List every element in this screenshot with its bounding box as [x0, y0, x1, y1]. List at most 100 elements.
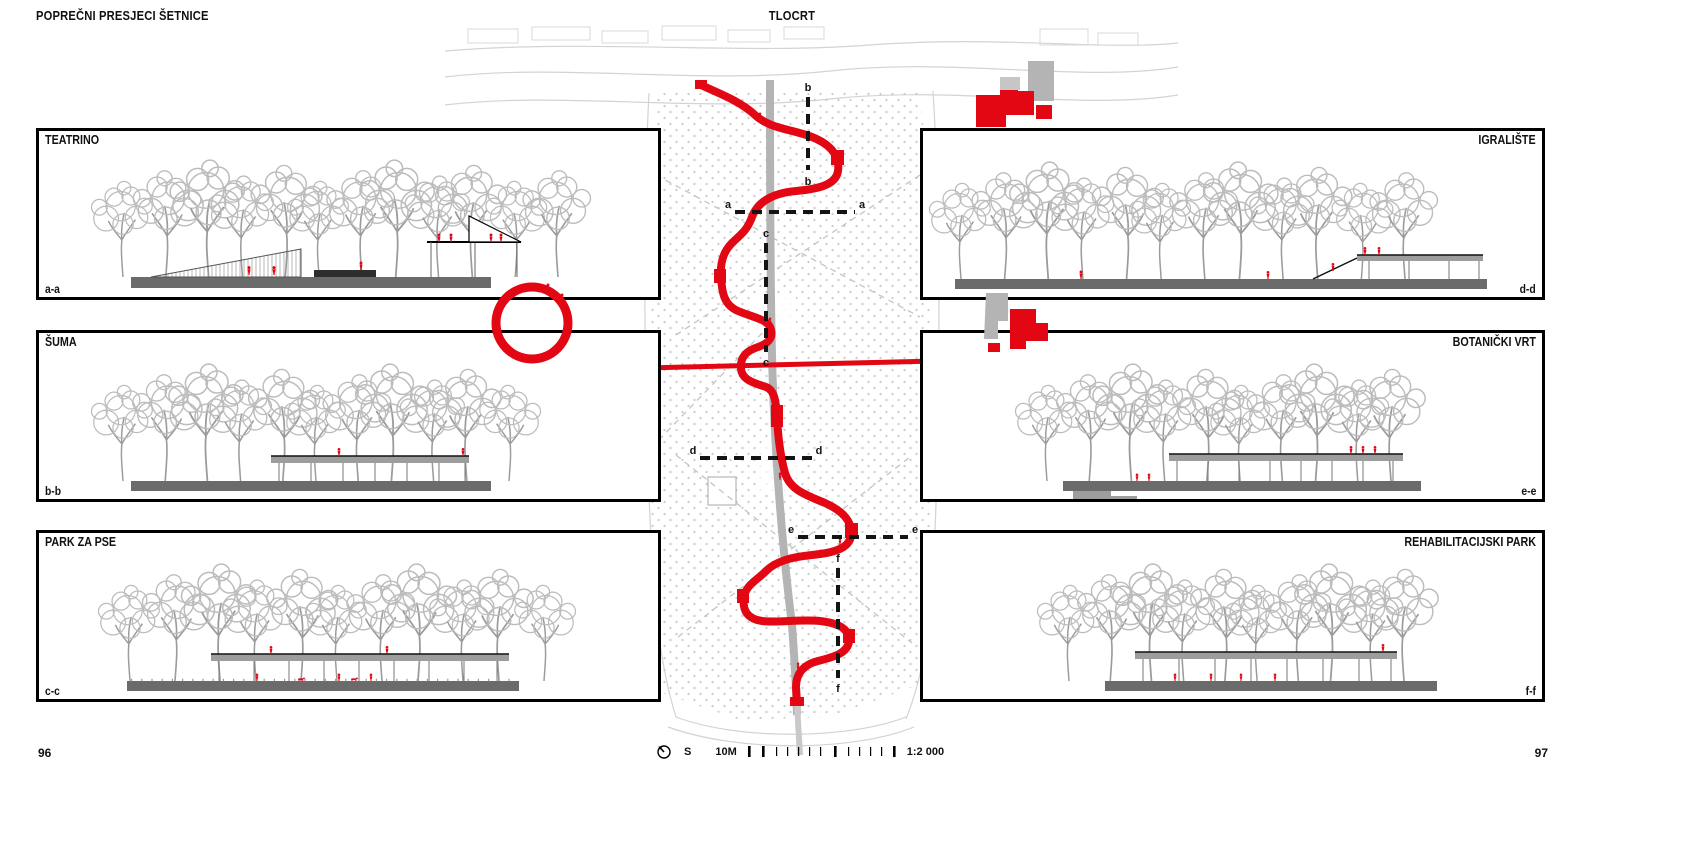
tree-icon	[90, 180, 153, 278]
section-figures	[1079, 247, 1381, 279]
section-cut-label: b-b	[45, 484, 62, 498]
section-drawing-rehabilitacijski-park	[1036, 563, 1439, 691]
tree-icon	[1130, 379, 1197, 482]
serpentine-platforms	[695, 80, 858, 706]
tree-icon	[1076, 573, 1147, 682]
deck-posts	[1368, 261, 1480, 279]
cut-label-e: e	[788, 524, 794, 536]
tree-icon	[1036, 584, 1099, 682]
stage-platform	[314, 270, 376, 277]
section-cut-label: e-e	[1521, 484, 1536, 498]
page-number-left: 96	[38, 746, 52, 760]
scale-bar	[747, 746, 896, 757]
ramp	[1312, 257, 1358, 280]
shade-sail	[468, 215, 522, 243]
tree-icon	[206, 379, 273, 482]
sunken-steps	[1073, 491, 1137, 499]
tree-icon	[168, 363, 245, 482]
walkway-deck	[211, 654, 509, 661]
section-drawing-suma	[90, 363, 542, 491]
north-arrow-icon	[657, 745, 671, 759]
tree-icon	[169, 159, 246, 278]
panel-title: ŠUMA	[45, 335, 77, 349]
cut-label-b: b	[805, 176, 812, 188]
red-road	[644, 358, 937, 371]
tree-icon	[346, 573, 416, 682]
scale-length-label: 10M	[715, 746, 737, 758]
tree-icon	[131, 373, 202, 482]
tree-row	[1036, 563, 1439, 682]
promenade-extension	[794, 704, 803, 756]
tree-icon	[1055, 373, 1126, 482]
cut-label-e: e	[912, 524, 918, 536]
section-drawing-park-za-pse	[97, 563, 577, 691]
tree-icon	[514, 584, 577, 682]
section-cut-label: f-f	[1525, 684, 1536, 698]
tree-icon	[522, 169, 592, 278]
tree-icon	[97, 584, 160, 682]
section-cut-label: a-a	[45, 282, 60, 296]
walkway-deck	[1135, 652, 1397, 659]
section-drawing-igraliste	[928, 161, 1487, 289]
panel-teatrino: TEATRINO a-a	[36, 128, 661, 300]
ground-bar	[131, 277, 491, 288]
panel-title: PARK ZA PSE	[45, 535, 117, 549]
panel-title: REHABILITACIJSKI PARK	[1404, 535, 1536, 549]
panel-suma: ŠUMA b-b	[36, 330, 661, 502]
section-drawing-teatrino	[90, 159, 592, 288]
tree-icon	[1112, 563, 1189, 682]
canopy-posts	[430, 242, 518, 277]
scale-ratio-label: 1:2 000	[906, 746, 945, 758]
walkway-deck	[1169, 454, 1403, 461]
tree-icon	[283, 384, 346, 482]
tree-icon	[1369, 171, 1439, 280]
deck-posts	[1142, 659, 1392, 681]
deck-posts	[278, 463, 466, 481]
ground-bar	[127, 681, 519, 691]
tree-icon	[1091, 166, 1165, 280]
tree-icon	[1224, 584, 1288, 682]
ground-bar	[955, 279, 1487, 289]
tree-row	[90, 159, 592, 278]
tree-icon	[1014, 384, 1077, 482]
deck-posts	[1176, 461, 1394, 481]
section-figures	[1173, 644, 1385, 681]
serpentine-path	[699, 81, 856, 704]
tree-icon	[1169, 171, 1239, 280]
park-tree-grid	[648, 90, 932, 720]
deck-posts	[218, 661, 498, 681]
tree-row	[1014, 363, 1426, 482]
panel-rehabilitacijski-park: REHABILITACIJSKI PARK f-f	[920, 530, 1545, 702]
tree-row	[97, 563, 577, 682]
plan-title-text: TLOCRT	[768, 8, 816, 23]
panel-title: TEATRINO	[45, 133, 100, 147]
cut-label-b: b	[805, 82, 812, 94]
footer-scale-group: S 10M 1:2 000	[656, 744, 944, 760]
section-figures	[1135, 446, 1377, 481]
tree-icon	[1331, 182, 1394, 280]
page-title-text: POPREČNI PRESJECI ŠETNICE	[36, 8, 209, 23]
ground-bar	[1063, 481, 1421, 491]
tree-icon	[132, 169, 202, 278]
walkway-deck	[271, 456, 469, 463]
tree-icon	[247, 368, 321, 482]
panel-title: BOTANIČKI VRT	[1452, 335, 1536, 349]
tree-icon	[1092, 363, 1169, 482]
section-cut-label: d-d	[1519, 282, 1536, 296]
cut-label-d: d	[690, 445, 697, 457]
cut-label-c: c	[763, 228, 769, 240]
panel-title: IGRALIŠTE	[1478, 133, 1536, 147]
ramp-wedge	[150, 248, 302, 278]
plan-title: TLOCRT	[742, 8, 842, 23]
cut-label-a: a	[725, 199, 732, 211]
ground-bar	[1105, 681, 1437, 691]
section-drawing-botanicki-vrt	[1014, 363, 1426, 499]
tree-row	[928, 161, 1439, 280]
tree-icon	[928, 182, 991, 280]
tree-icon	[1149, 579, 1216, 682]
section-cut-label: c-c	[45, 684, 60, 698]
page-number-right: 97	[1534, 746, 1548, 760]
tree-icon	[90, 384, 153, 482]
park-paths	[653, 174, 921, 644]
